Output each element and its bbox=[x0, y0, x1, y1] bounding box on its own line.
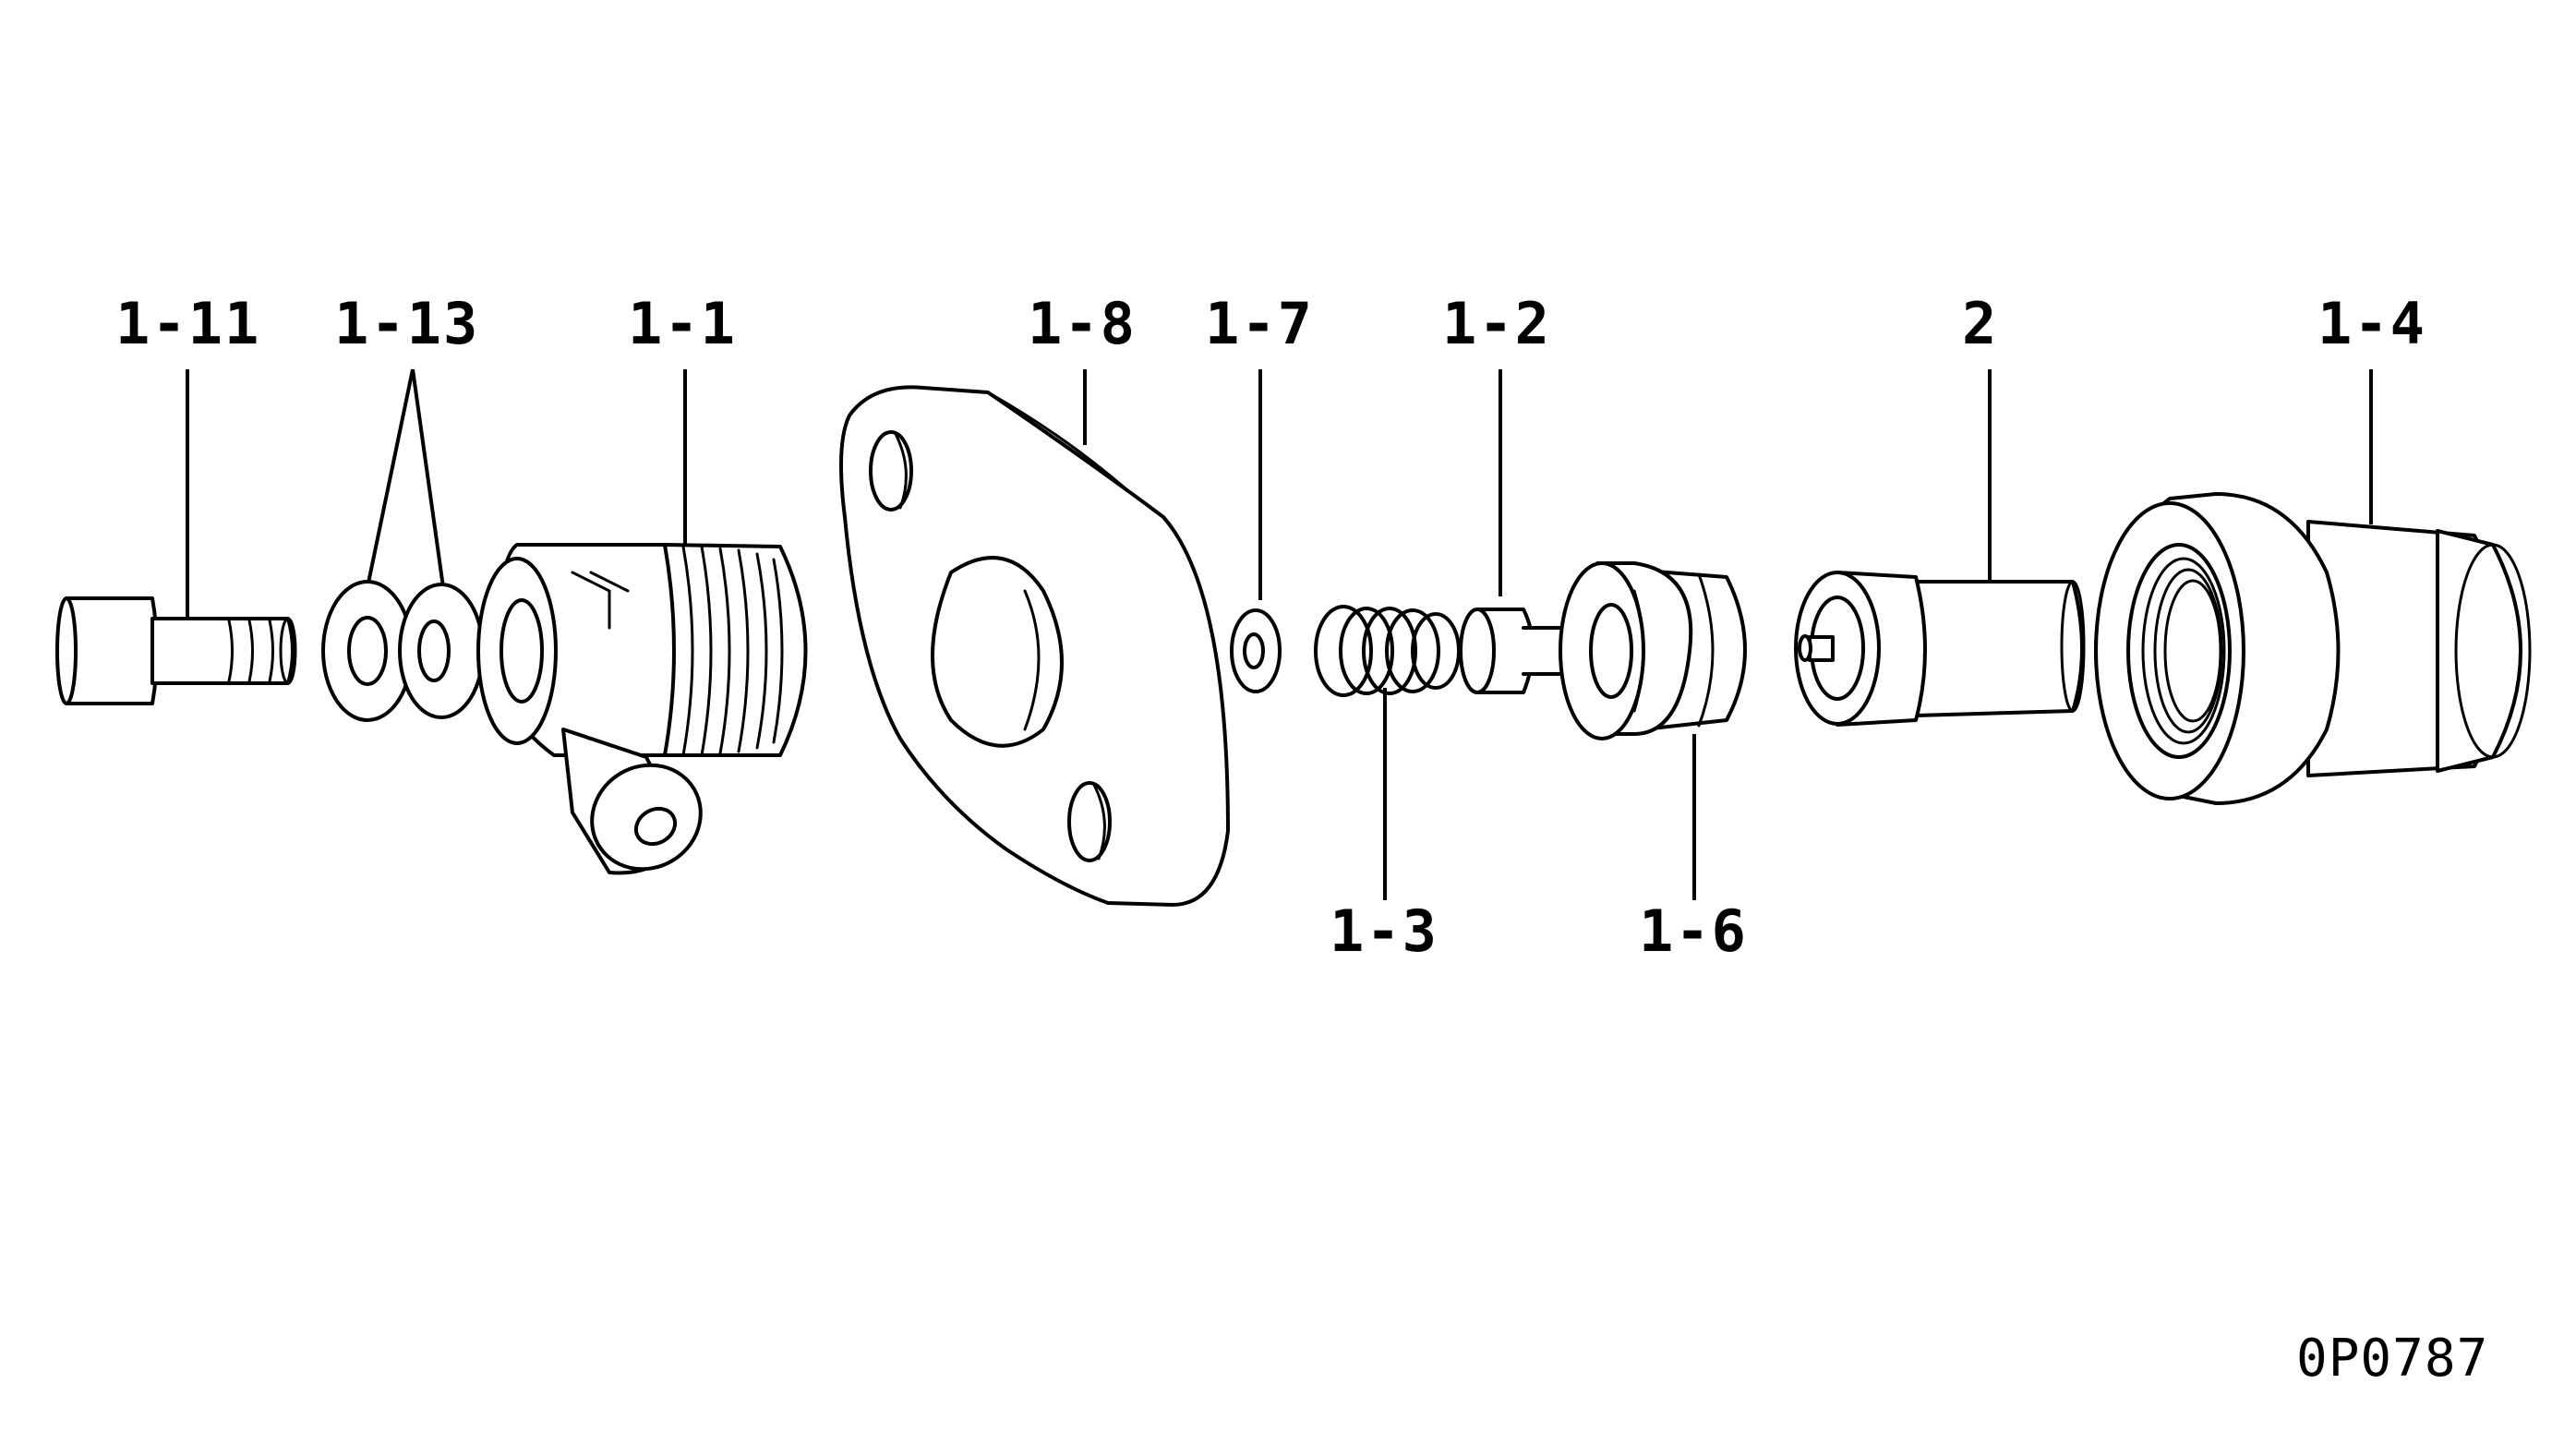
valve-1-2 bbox=[1459, 608, 1575, 694]
washers-1-13 bbox=[321, 580, 485, 722]
bolt-1-11 bbox=[55, 596, 297, 705]
label-1-3: 1-3 bbox=[1330, 897, 1438, 965]
retaining-nut-1-4 bbox=[2094, 492, 2532, 805]
label-1-11: 1-11 bbox=[115, 290, 260, 357]
leader-1-13-a bbox=[366, 368, 415, 588]
drawing-code: 0P0787 bbox=[2296, 1329, 2488, 1389]
leader-lines bbox=[186, 368, 2373, 900]
fitting-1-1 bbox=[476, 543, 808, 875]
valve-seat-1-6 bbox=[1559, 561, 1747, 740]
label-1-8: 1-8 bbox=[1028, 290, 1137, 357]
washer-1-7 bbox=[1230, 608, 1282, 693]
label-1-2: 1-2 bbox=[1442, 290, 1551, 357]
label-2: 2 bbox=[1962, 290, 1998, 357]
label-1-7: 1-7 bbox=[1205, 290, 1314, 357]
label-1-6: 1-6 bbox=[1639, 897, 1748, 965]
leader-1-13-b bbox=[411, 368, 445, 588]
nozzle-2 bbox=[1794, 571, 2086, 727]
spring-1-3 bbox=[1314, 605, 1461, 697]
flange-1-8 bbox=[839, 385, 1230, 907]
label-1-13: 1-13 bbox=[334, 290, 479, 357]
label-1-1: 1-1 bbox=[628, 290, 737, 357]
label-1-4: 1-4 bbox=[2317, 290, 2426, 357]
